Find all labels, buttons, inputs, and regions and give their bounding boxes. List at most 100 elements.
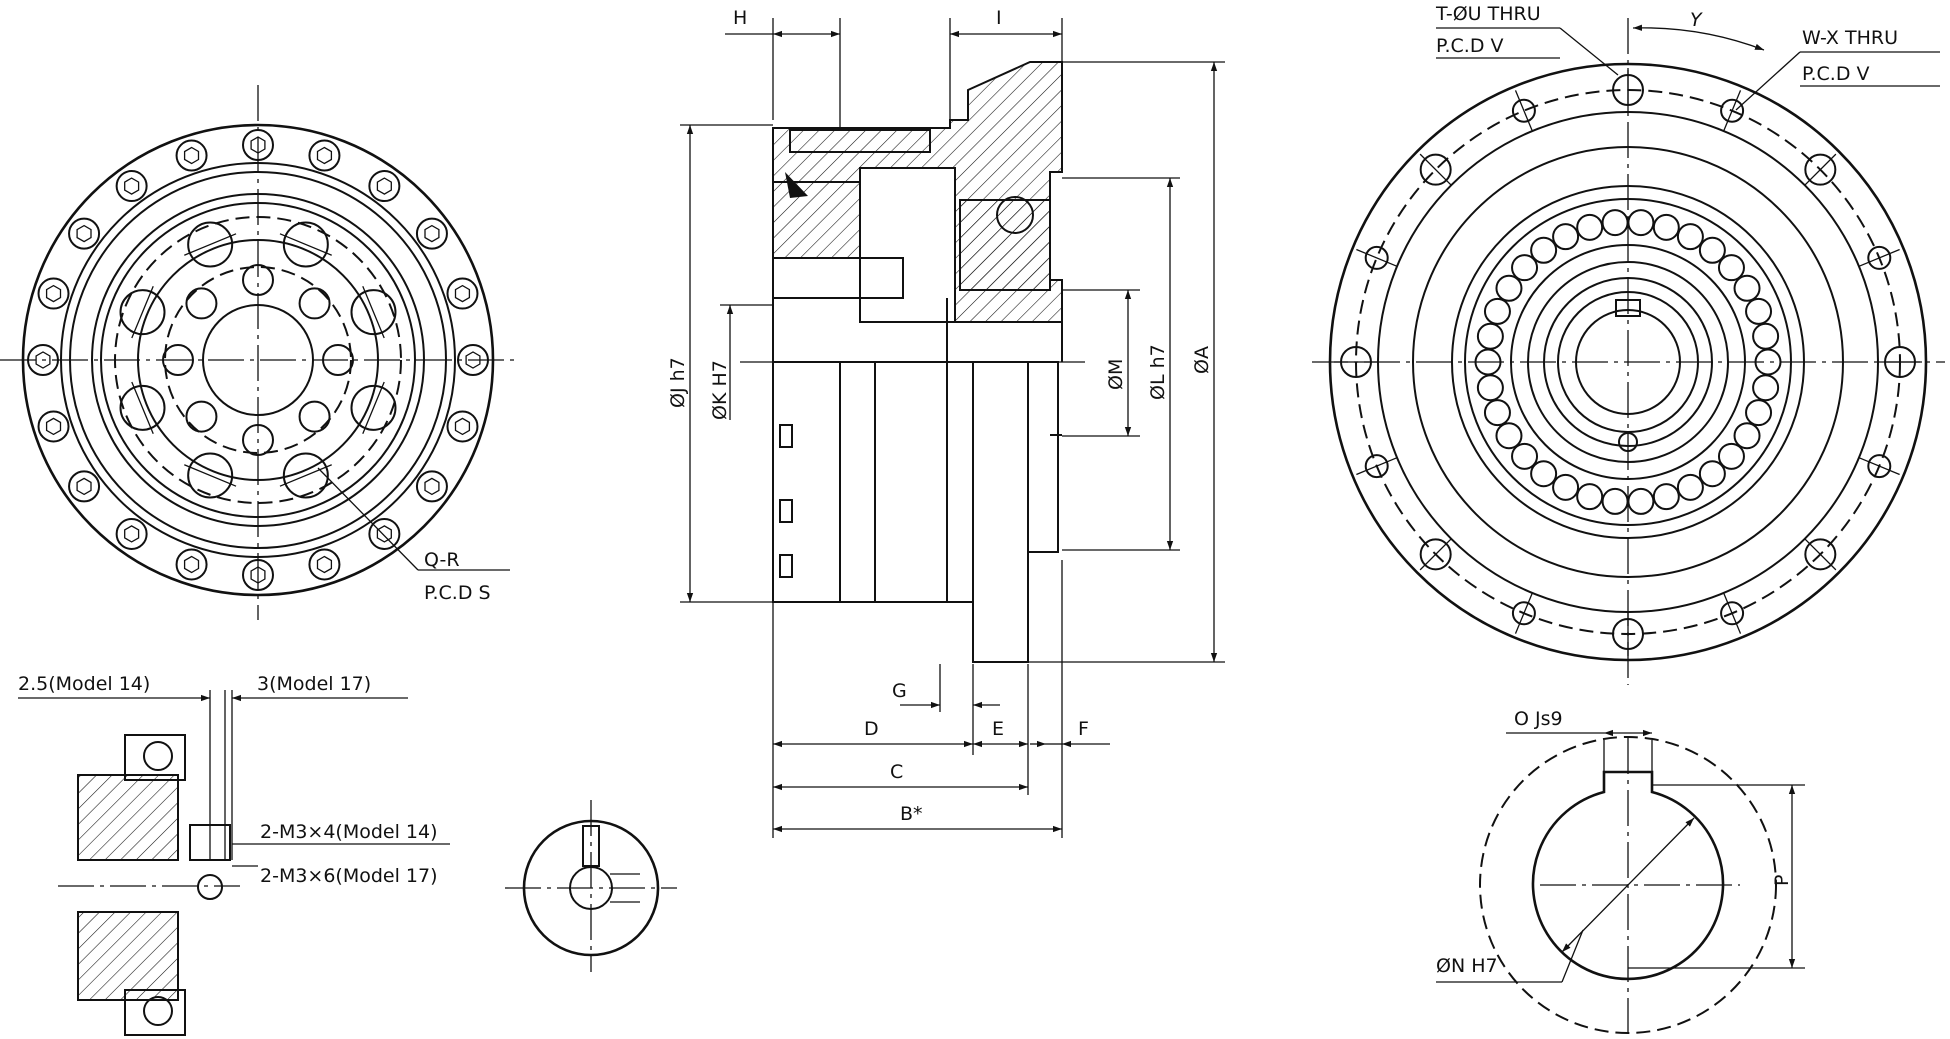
thru-hole (1364, 454, 1389, 479)
roller (1733, 422, 1761, 450)
roller (1495, 274, 1523, 302)
hex-socket-icon (183, 146, 200, 165)
dim-K: ØK H7 (709, 360, 731, 420)
hex-socket-icon (454, 417, 471, 436)
hex-socket-icon (316, 555, 333, 574)
roller (1717, 254, 1745, 282)
roller (1652, 213, 1680, 241)
socket-bolt (115, 170, 148, 203)
socket-bolt (27, 344, 59, 376)
circular-spline-teeth (789, 129, 931, 153)
roller (1733, 274, 1761, 302)
bearing-seat (959, 199, 1051, 291)
hex-socket-icon (424, 477, 440, 496)
roller (1627, 487, 1655, 515)
inner-hole-pattern (119, 221, 397, 499)
tapped-hole (119, 289, 166, 336)
hex-socket-icon (45, 284, 62, 303)
tapped-hole (282, 221, 329, 268)
socket-bolt (242, 559, 274, 591)
socket-bolt (446, 410, 479, 443)
hex-socket-icon (250, 136, 266, 154)
roller (1552, 223, 1580, 251)
label-pcd-V-right: P.C.D V (1802, 63, 1870, 85)
socket-bolt (308, 548, 341, 581)
angle-Y (1632, 24, 1765, 51)
roller (1698, 236, 1726, 264)
hex-socket-icon (45, 417, 62, 436)
roller (1745, 399, 1773, 427)
label-Q-R: Q-R (424, 549, 460, 571)
leader-Q-R (317, 467, 419, 571)
roller (1601, 209, 1629, 237)
detail-hub-lower (77, 911, 179, 1001)
front-view-right: T-ØU THRU P.C.D V Y W-X THRU P.C.D V (1312, 3, 1945, 685)
hex-socket-icon (465, 351, 481, 369)
roller (1745, 297, 1773, 325)
label-P: P (1771, 875, 1793, 886)
through-hole (162, 344, 194, 376)
label-N: ØN H7 (1436, 955, 1498, 977)
thru-hole (1511, 601, 1536, 626)
roller (1530, 460, 1558, 488)
dimension-lines: H I ØJ h7 ØK H7 ØM ØL h7 ØA (667, 7, 1225, 838)
dim-G: G (892, 680, 907, 702)
roller (1752, 374, 1780, 402)
tapped-hole (119, 384, 166, 431)
label-model14-offset: 2.5(Model 14) (18, 673, 150, 695)
dim-E: E (992, 718, 1004, 740)
roller (1676, 473, 1704, 501)
thru-hole (1804, 153, 1837, 186)
hex-socket-icon (250, 566, 266, 584)
dim-M: ØM (1105, 359, 1127, 390)
label-pcd-S: P.C.D S (424, 582, 491, 604)
tapped-hole (282, 452, 329, 499)
hex-socket-icon (376, 525, 392, 543)
outer-flange (21, 123, 495, 597)
roller (1476, 322, 1504, 350)
hex-socket-icon (124, 525, 140, 543)
roller (1601, 487, 1629, 515)
hex-socket-icon (76, 477, 92, 496)
socket-bolt (242, 129, 274, 161)
thru-hole (1804, 538, 1837, 571)
thru-hole (1364, 245, 1389, 270)
keyway-outer-circle (1479, 736, 1777, 1034)
socket-bolt (175, 139, 208, 172)
roller (1530, 236, 1558, 264)
thru-hole (1419, 538, 1452, 571)
socket-bolt (415, 470, 448, 503)
through-hole (242, 424, 274, 456)
roller (1676, 223, 1704, 251)
roller (1511, 254, 1539, 282)
roller (1752, 322, 1780, 350)
keyed-bore (1531, 770, 1725, 981)
socket-bolt (308, 139, 341, 172)
roller (1576, 213, 1604, 241)
label-T-U: T-ØU THRU (1435, 3, 1541, 25)
outer-flange-right (1328, 62, 1928, 662)
dim-L: ØL h7 (1147, 344, 1169, 400)
thru-hole (1720, 601, 1745, 626)
through-hole (298, 287, 331, 320)
roller (1476, 374, 1504, 402)
cross-roller-ring (1474, 209, 1782, 515)
label-Y: Y (1690, 9, 1703, 31)
section-arrow-marker (785, 172, 808, 198)
detail-hub-upper (77, 774, 179, 861)
hex-socket-icon (76, 224, 92, 243)
wave-generator-section (772, 181, 861, 259)
socket-bolt (68, 470, 101, 503)
through-hole (242, 264, 274, 296)
roller (1698, 460, 1726, 488)
socket-bolt (446, 277, 479, 310)
dim-I: I (996, 7, 1002, 29)
dim-C: C (890, 761, 903, 783)
tapped-hole (187, 221, 234, 268)
socket-bolt (368, 517, 401, 550)
through-hole (185, 400, 218, 433)
roller (1483, 399, 1511, 427)
section-view-center: H I ØJ h7 ØK H7 ØM ØL h7 ØA (667, 7, 1225, 838)
dim-H: H (733, 7, 747, 29)
